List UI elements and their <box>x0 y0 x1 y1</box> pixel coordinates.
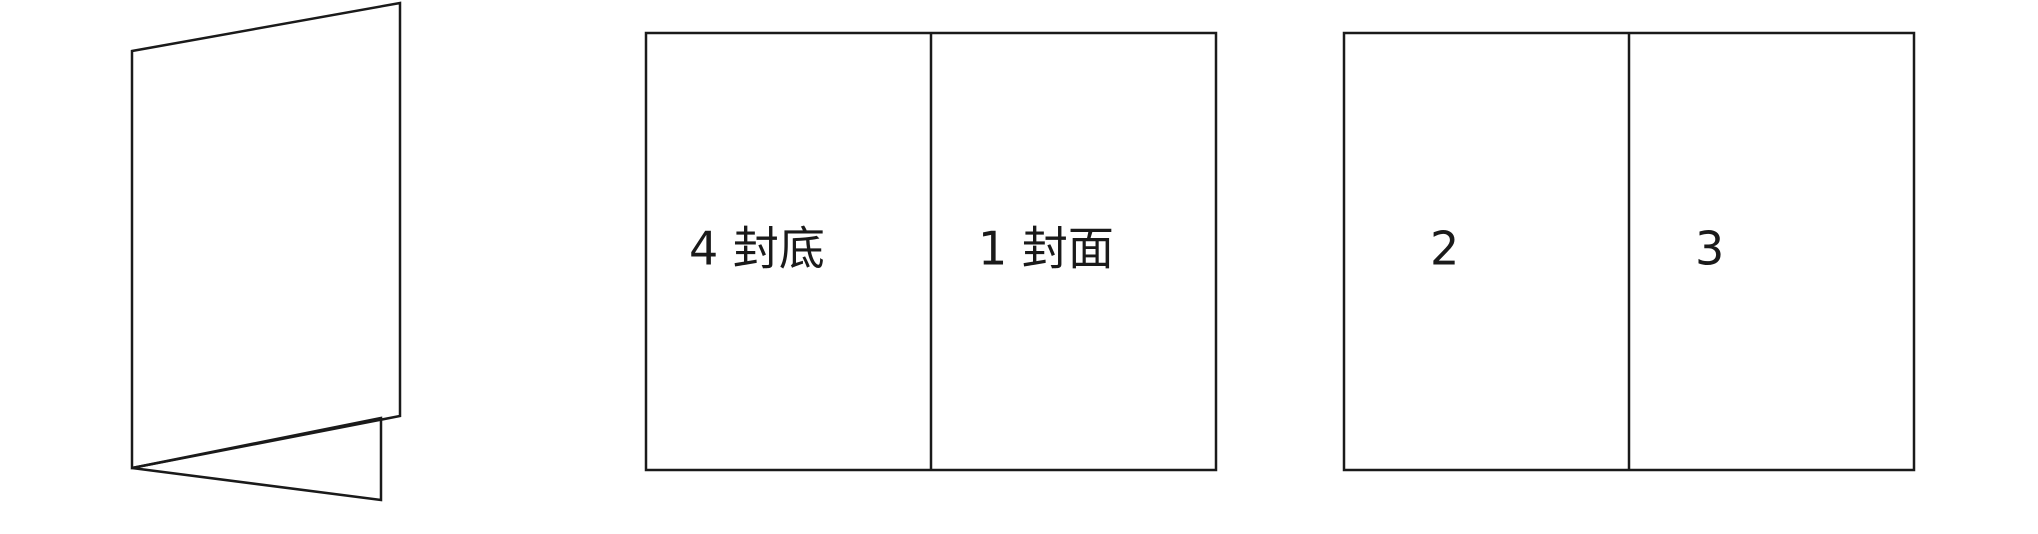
page-2-label: 2 <box>1430 222 1459 276</box>
outer-spread: 4 封底 1 封面 <box>644 31 1218 472</box>
page-3-label: 3 <box>1695 222 1724 276</box>
folded-booklet-illustration <box>130 1 402 502</box>
front-cover-label: 1 封面 <box>978 222 1114 276</box>
booklet-back-panel <box>131 416 383 502</box>
back-cover-label: 4 封底 <box>689 222 825 276</box>
inner-spread: 2 3 <box>1342 31 1916 472</box>
booklet-front-panel <box>130 1 402 470</box>
